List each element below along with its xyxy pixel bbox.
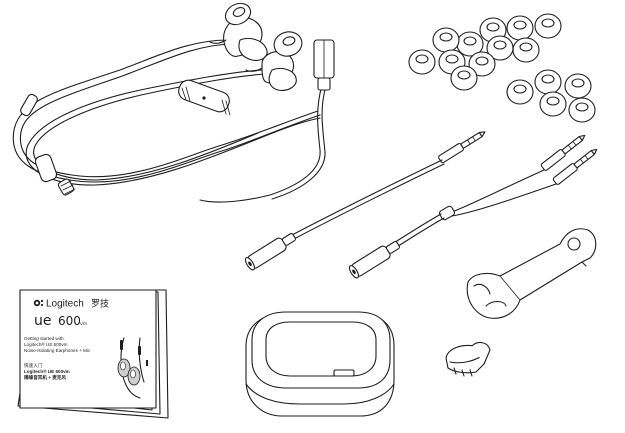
- ear-tip: [450, 65, 478, 91]
- model-prefix-text: ue: [34, 313, 52, 329]
- ear-tip: [512, 37, 540, 63]
- ear-tip: [432, 27, 460, 53]
- ear-tip: [506, 79, 534, 105]
- ear-tip: [506, 15, 534, 41]
- shirt-clip: [445, 341, 491, 377]
- inline-remote-mic: [178, 79, 231, 116]
- model-number-text: 600: [58, 314, 81, 328]
- ear-tip: [534, 13, 562, 39]
- product-desc-cn-line: 隔噪音耳机 + 麦克风: [24, 374, 66, 381]
- earphones-with-inline-mic: [12, 2, 335, 203]
- earphone-plug: [313, 39, 335, 91]
- ear-tip: [408, 49, 436, 75]
- ear-tips: [408, 13, 596, 123]
- getting-started-line: Getting started with: [24, 336, 64, 341]
- single-audio-adapter-cable: [244, 131, 486, 271]
- ear-tip: [568, 97, 596, 123]
- ear-tip: [539, 91, 567, 117]
- cable-splitter: [34, 153, 76, 196]
- ear-tip: [534, 69, 562, 95]
- product-desc-line: Noise-Isolating Earphones + Mic: [24, 348, 91, 353]
- product-name-line: Logitech® UE 600vm: [24, 341, 68, 347]
- ear-tip: [468, 51, 496, 77]
- filter-tool: [466, 228, 597, 319]
- getting-started-cn-line: 快速入门: [24, 362, 43, 369]
- carrying-case: [245, 311, 395, 417]
- brand-logo-cn-text: 罗技: [91, 298, 109, 309]
- earbud-left: [209, 2, 268, 61]
- ear-tip: [564, 73, 592, 99]
- model-suffix-text: vm: [80, 322, 88, 327]
- quick-start-booklet: Logitech 罗技 ue 600 vm Getting started wi…: [17, 289, 169, 419]
- splitter-adapter-cable: [348, 134, 598, 279]
- logitech-g-logo-icon: [33, 299, 44, 307]
- earbud-right: [245, 31, 303, 91]
- booklet-earphone-photo: [117, 337, 148, 399]
- brand-logo-text: Logitech: [46, 299, 84, 310]
- product-name-cn-line: Logitech® UE 600vm: [24, 368, 70, 374]
